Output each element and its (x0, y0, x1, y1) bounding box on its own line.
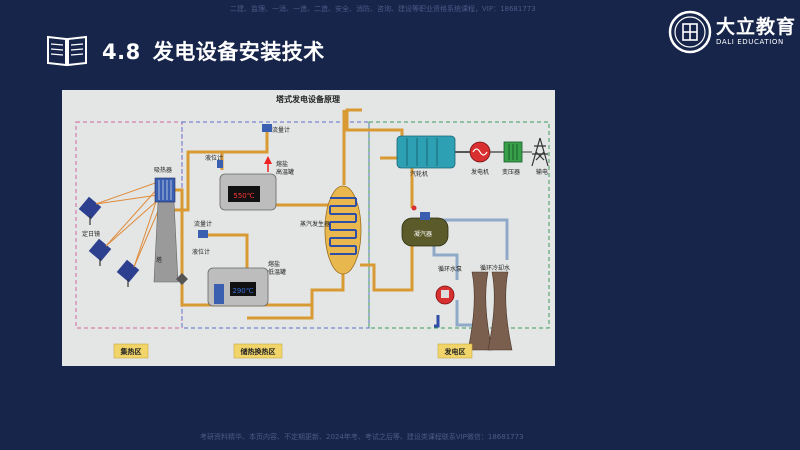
cooling-towers: 循环冷却水 (467, 264, 513, 351)
power-zone-box (368, 121, 550, 329)
circulation-pump: 循环水泵 (434, 265, 462, 328)
flowmeter-2-label: 流量计 (194, 220, 212, 228)
brand-name-en: DALI EDUCATION (716, 38, 784, 46)
pump-label: 循环水泵 (438, 265, 462, 273)
turbine-label: 汽轮机 (410, 170, 428, 178)
flowmeter-2: 流量计 (194, 220, 212, 238)
book-icon (47, 35, 87, 67)
collection-zone-box (75, 121, 183, 329)
cooling-tower-icon (467, 271, 493, 351)
cooling-tower-icon (487, 271, 513, 351)
top-watermark: 二建、监理、一消、一造、二造、安全、消防、咨询、建设等职业资格系统课程，VIP：… (230, 5, 536, 13)
section-number: 4.8 (102, 40, 141, 64)
level-gauge-2-label: 液位计 (192, 248, 210, 256)
bottom-watermark: 考研资料精华、本页内容、不定期更新、2024年考、考试之后等、建设类课程联系VI… (200, 433, 524, 441)
pylon-icon (531, 137, 549, 167)
cold-tank-label-1: 熔盐 (268, 260, 280, 268)
heliostat-mirror (88, 238, 112, 266)
cold-tank-label-2: 低温罐 (268, 268, 286, 276)
heliostat-mirror (116, 259, 140, 287)
collection-zone-label: 集热区 (120, 347, 142, 356)
cold-temp-readout: 290℃ (232, 287, 253, 295)
hot-salt-tank: 550℃ 液位计 熔盐 高温罐 (205, 154, 294, 211)
condenser: 凝汽器 (401, 205, 449, 247)
receiver-icon (154, 177, 176, 203)
transmission-label: 输电 (536, 168, 548, 176)
flowmeter-1: 流量计 (262, 124, 290, 134)
section-title: 发电设备安装技术 (152, 40, 325, 64)
salt-pipes (168, 108, 414, 320)
flowmeter-icon (198, 230, 208, 238)
level-gauge-1-label: 液位计 (205, 154, 223, 162)
flowmeter-1-label: 流量计 (272, 126, 290, 134)
generator-label: 发电机 (471, 168, 489, 176)
flowmeter-icon (262, 124, 272, 132)
condenser-label: 凝汽器 (414, 230, 432, 238)
heliostat-label: 定日镜 (82, 230, 100, 238)
tower-plant-diagram: 塔式发电设备原理 (75, 94, 550, 359)
cold-salt-tank: 290℃ 液位计 熔盐 低温罐 (192, 248, 286, 307)
tower-label: 塔 (156, 256, 162, 264)
storage-zone-tag (233, 343, 283, 359)
page-title: 4.8 发电设备安装技术 (102, 36, 325, 66)
brand-name-cn: 大立教育 (716, 16, 797, 38)
receiver-label: 吸热器 (154, 166, 172, 174)
valve-icon (176, 273, 188, 285)
hot-tank-label-1: 熔盐 (276, 160, 288, 168)
dali-logo-icon (668, 10, 712, 54)
diagram-title: 塔式发电设备原理 (276, 94, 340, 104)
power-zone-label: 发电区 (444, 347, 466, 356)
solar-tower: 吸热器 塔 (153, 166, 179, 283)
hot-tank-label-2: 高温罐 (276, 168, 294, 176)
heliostat-array: 定日镜 (78, 181, 163, 287)
transmission-tower: 输电 (522, 137, 549, 176)
power-zone-tag (437, 343, 473, 359)
level-gauge-icon (217, 160, 223, 168)
steam-generator: 蒸汽发生器 (300, 185, 362, 275)
diagram-panel: 塔式发电设备原理 (62, 90, 555, 366)
steam-turbine: 汽轮机 (396, 135, 456, 178)
generator: 发电机 (455, 141, 491, 176)
transformer-label: 变压器 (502, 168, 520, 176)
collection-zone-tag (113, 343, 149, 359)
transformer: 变压器 (490, 141, 523, 176)
steam-generator-label: 蒸汽发生器 (300, 220, 330, 228)
storage-zone-label: 储热换热区 (240, 347, 276, 356)
hot-temp-readout: 550℃ (233, 192, 254, 200)
cooling-water-label: 循环冷却水 (480, 264, 510, 272)
heliostat-mirror (78, 196, 102, 225)
